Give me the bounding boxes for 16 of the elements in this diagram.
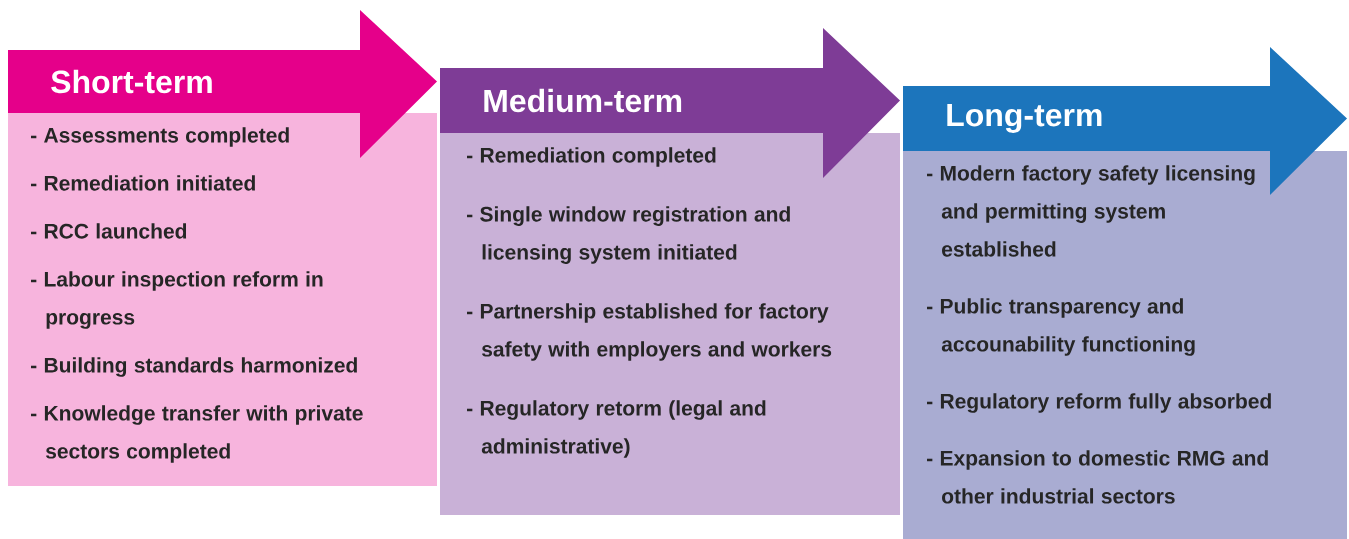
list-item: - Labour inspection reform in progress: [31, 271, 323, 329]
text-panel: [8, 113, 437, 486]
list-item: - Partnership established for factory safety with employers and workers: [467, 303, 832, 361]
list-item: - Remediation initiated: [31, 175, 255, 191]
list-item: - Regulatory reform fully absorbed: [927, 393, 1271, 413]
list-item: - Remediation completed: [467, 147, 716, 167]
text-panel: [440, 133, 900, 515]
list-item: - RCC launched: [31, 223, 187, 239]
list-item: - Assessments completed: [31, 127, 289, 147]
list-item: - Expansion to domestic RMG and other industrial sectors: [927, 450, 1268, 504]
list-item: - Single window registration and licensing system initiated: [467, 206, 790, 264]
list-item: - Regulatory retorm (legal and administrative): [467, 400, 766, 458]
list-item: - Building standards harmonized: [31, 357, 357, 377]
text-panel: [903, 151, 1347, 539]
list-item: - Public transparency and accounability functioning: [927, 298, 1195, 356]
list-item: - Knowledge transfer with private sectors completed: [31, 405, 363, 463]
